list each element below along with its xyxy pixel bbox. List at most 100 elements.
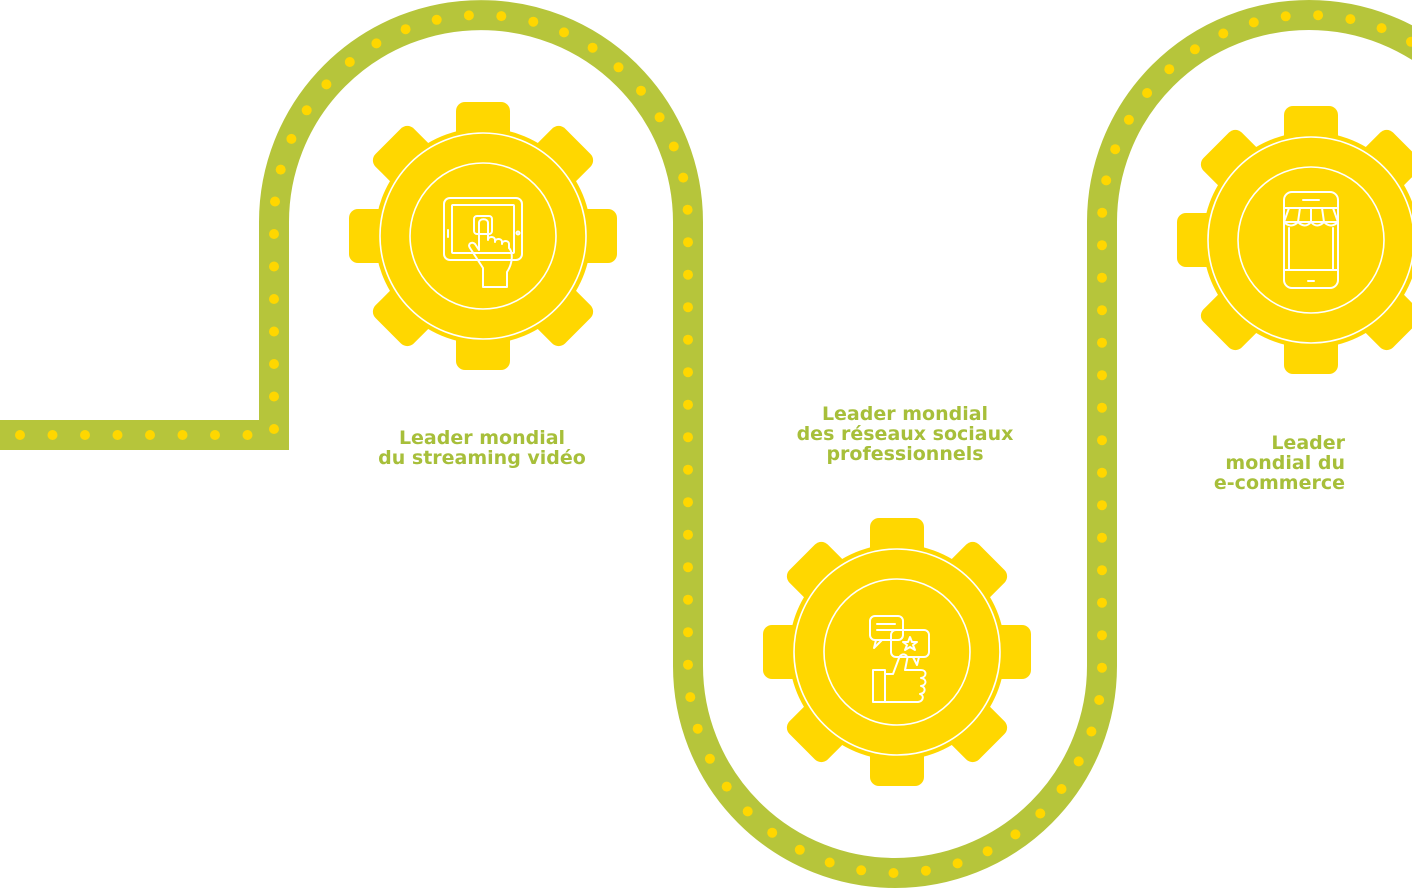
road-dot <box>1142 88 1153 98</box>
road-dot <box>1101 175 1112 186</box>
gear-body <box>375 128 591 344</box>
road-dot <box>47 430 58 440</box>
road-dot <box>112 430 123 440</box>
road-dot <box>794 844 805 855</box>
road-dot <box>683 367 693 378</box>
road-dot <box>1406 36 1412 47</box>
road-dot <box>1345 14 1356 25</box>
road-dot <box>1097 305 1107 316</box>
road-dot <box>856 865 867 876</box>
road-dot <box>431 14 442 25</box>
road-dot <box>463 10 474 21</box>
gear-body <box>789 544 1005 760</box>
road-dot <box>683 302 693 313</box>
road-dot <box>269 424 279 434</box>
road-dot <box>1218 28 1229 39</box>
road-dot <box>683 399 693 410</box>
road-dot <box>683 269 693 280</box>
road-dot <box>683 334 693 345</box>
road-dot <box>496 11 507 22</box>
road-dot <box>321 79 332 90</box>
caption-social-networks: Leader mondial des réseaux sociaux profe… <box>770 404 1040 464</box>
road-dot <box>344 57 355 67</box>
road-dot <box>613 62 624 73</box>
road-dot <box>1010 829 1021 840</box>
road-dot <box>1097 435 1107 446</box>
road-dot <box>1097 532 1107 543</box>
road-dot <box>145 430 155 440</box>
gear-step-3 <box>1177 106 1412 374</box>
mobile-shop-icon <box>1283 191 1339 289</box>
road-dot <box>1094 695 1105 705</box>
road-dot <box>685 692 696 703</box>
road-dot <box>15 430 25 440</box>
road-dot <box>400 24 411 35</box>
caption-streaming-line-2: du streaming vidéo <box>378 447 586 469</box>
road-dot <box>682 204 693 215</box>
road-dot <box>371 38 382 49</box>
caption-streaming-line-1: Leader mondial <box>398 427 566 449</box>
road-dot <box>1097 467 1107 478</box>
road-dot <box>1097 662 1107 673</box>
road-dot <box>982 846 993 857</box>
road-dot <box>270 196 280 207</box>
road-dot <box>1056 784 1067 794</box>
road-dot <box>683 562 693 573</box>
road-dot <box>177 430 188 440</box>
road-dot <box>1097 565 1107 576</box>
gear-3-outer-ring <box>1207 136 1412 344</box>
road-dot <box>683 497 693 508</box>
road-dot <box>275 164 286 175</box>
road-dot <box>1376 23 1387 34</box>
road-dot <box>1164 64 1175 75</box>
road-dot <box>1097 240 1107 251</box>
caption-social-networks-line-3: professionnels <box>826 443 984 465</box>
road-dot <box>559 27 569 38</box>
road-dot <box>1189 44 1200 55</box>
road-dot <box>1097 207 1108 218</box>
road-dot <box>269 294 279 304</box>
tablet-touch-icon <box>443 197 523 288</box>
road-dot <box>683 529 693 540</box>
road-dot <box>269 261 279 272</box>
road-dot <box>1280 11 1291 22</box>
road-dot <box>269 359 279 369</box>
road-dot <box>824 857 835 868</box>
road-dot <box>1097 630 1107 641</box>
road-dot <box>683 627 693 638</box>
road-dot <box>269 391 279 402</box>
road-dot <box>1097 402 1107 413</box>
gear-1-inner-ring <box>409 162 557 310</box>
road-dot <box>742 806 753 817</box>
caption-ecommerce-line-3: e-commerce <box>1213 472 1345 494</box>
social-feedback-icon <box>869 615 930 703</box>
road-dot <box>920 865 931 876</box>
road-dot <box>704 753 715 764</box>
road-dot <box>1035 808 1046 819</box>
road-dot <box>210 430 220 440</box>
road-dot <box>1248 17 1259 28</box>
road-dot <box>952 858 963 869</box>
gear-1-shape <box>349 102 617 370</box>
road-dot <box>683 237 693 248</box>
caption-ecommerce-line-2: mondial du <box>1225 452 1345 474</box>
road-dot <box>301 105 312 116</box>
road-dot <box>683 659 693 670</box>
caption-social-networks-line-1: Leader mondial <box>821 403 989 425</box>
road-dot <box>286 133 297 144</box>
road-dot <box>678 172 689 183</box>
road-dot <box>1086 726 1097 737</box>
road-dot <box>683 464 693 475</box>
road-dot <box>721 781 732 792</box>
caption-ecommerce: Leader mondial du e-commerce <box>1160 433 1345 493</box>
caption-social-networks-line-2: des réseaux sociaux <box>796 423 1014 445</box>
caption-ecommerce-line-1: Leader <box>1271 432 1345 454</box>
road-dot <box>1097 500 1107 511</box>
road-dot <box>767 827 778 838</box>
road-dot <box>1313 10 1324 21</box>
road-dot <box>1097 597 1107 608</box>
road-dot <box>636 85 646 96</box>
road-dot <box>528 16 539 27</box>
